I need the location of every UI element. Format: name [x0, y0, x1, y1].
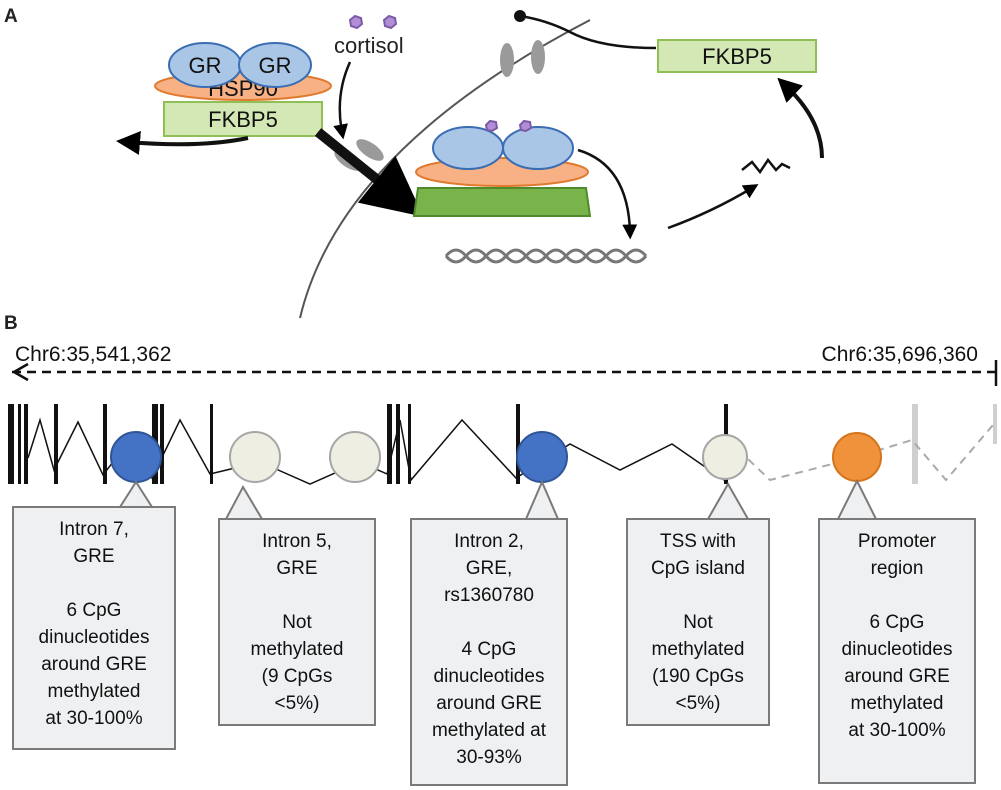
upstream-dashed-line — [727, 424, 994, 482]
fkbp5-label: FKBP5 — [702, 44, 772, 69]
callout-intron7: Intron 7, GRE 6 CpG dinucleotides around… — [12, 506, 176, 750]
fkbp5-label: FKBP5 — [208, 107, 278, 132]
callout-pointers — [118, 478, 878, 520]
callout-tss: TSS with CpG island Not methylated (190 … — [626, 518, 770, 726]
gr-to-dna-arrow — [577, 148, 638, 240]
fkbp4-box — [412, 187, 592, 217]
panel-a-label: A — [4, 6, 18, 27]
dna-helix — [444, 248, 648, 264]
site-promoter-circle — [832, 432, 882, 482]
panel-b-label: B — [4, 313, 18, 334]
fkbp5-box — [163, 101, 323, 137]
site-intron5b-circle — [329, 431, 381, 483]
feedback-inhibition-line — [519, 14, 657, 50]
inhibition-endpoint — [514, 10, 526, 22]
transcription-arrow — [667, 184, 759, 230]
cortisol-label: cortisol — [334, 33, 404, 58]
nuclear-pore-top — [500, 40, 545, 77]
gr-oval-right — [238, 42, 312, 88]
callout-intron2: Intron 2, GRE, rs1360780 4 CpG dinucleot… — [410, 518, 568, 786]
coord-right: Chr6:35,696,360 — [822, 343, 978, 366]
site-intron7-circle — [110, 431, 162, 483]
callout-promoter: Promoter region 6 CpG dinucleotides arou… — [818, 518, 976, 784]
nuclear-complex — [412, 119, 592, 217]
gr-oval-left — [432, 126, 504, 170]
release-arrow — [116, 131, 249, 155]
site-intron2-circle — [516, 431, 568, 483]
gr-label-left: GR — [189, 53, 222, 78]
coord-left: Chr6:35,541,362 — [15, 343, 171, 366]
cytoplasm-complex: FKBP5 HSP90 GR GR — [154, 42, 332, 137]
gr-oval-right — [502, 126, 574, 170]
site-intron5-circle — [229, 431, 281, 483]
upstream-exons — [912, 404, 997, 484]
fkbp5-product: FKBP5 — [657, 39, 817, 73]
gr-label-right: GR — [259, 53, 292, 78]
mrna-squiggle — [741, 157, 791, 175]
cortisol-molecules — [348, 14, 398, 30]
translation-arrow — [777, 77, 824, 159]
direction-arrowhead — [13, 362, 29, 382]
translocation-arrow — [314, 128, 424, 217]
site-tss-circle — [702, 434, 748, 480]
cortisol-binding-arrow — [333, 61, 352, 140]
callout-intron5: Intron 5, GRE Not methylated (9 CpGs <5%… — [218, 518, 376, 726]
fkbp5-box — [657, 39, 817, 73]
